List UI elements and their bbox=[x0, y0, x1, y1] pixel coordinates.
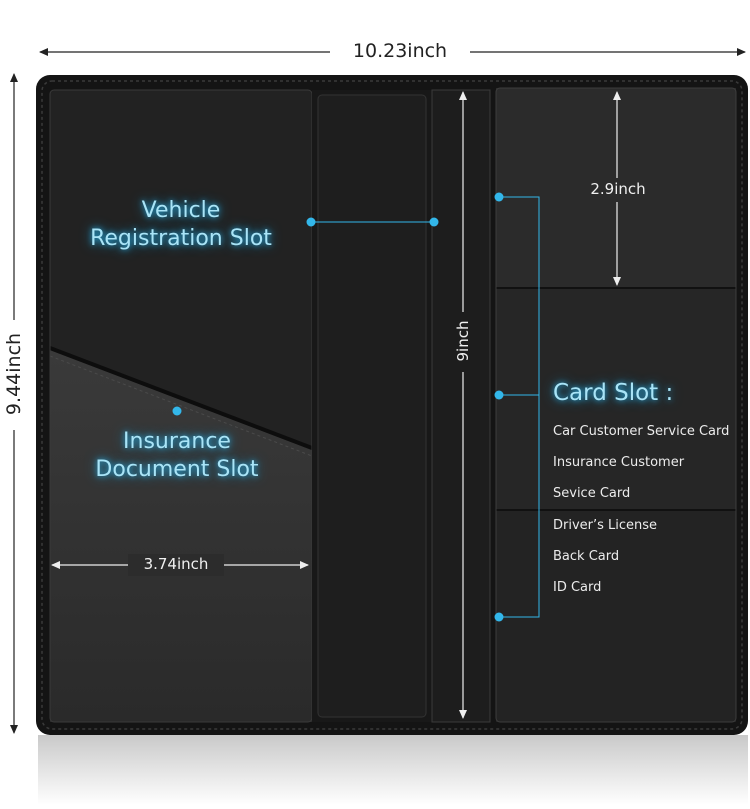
card-slot-item: Back Card bbox=[553, 549, 620, 564]
vehicle-registration-label: Vehicle Registration Slot bbox=[76, 197, 286, 253]
insurance-document-line1: Insurance bbox=[123, 429, 231, 454]
card-slot-item: Driver’s License bbox=[553, 518, 658, 533]
card-slot-item: Insurance Customer bbox=[553, 455, 685, 470]
insurance-pocket bbox=[50, 350, 312, 722]
card-slot-middle bbox=[496, 288, 736, 510]
vehicle-callout-dot bbox=[306, 217, 316, 227]
card-slot-item: Car Customer Service Card bbox=[553, 424, 730, 439]
insurance-callout-dot bbox=[172, 406, 182, 416]
card-callout-bracket bbox=[499, 196, 540, 618]
insurance-document-label: Insurance Document Slot bbox=[72, 428, 282, 484]
card-height-label: 2.9inch bbox=[590, 180, 646, 198]
vehicle-registration-line1: Vehicle bbox=[141, 198, 221, 223]
slot-height-label: 9inch bbox=[454, 320, 472, 362]
pocket-width-label: 3.74inch bbox=[143, 555, 209, 573]
card-slot-item: ID Card bbox=[553, 580, 602, 595]
vehicle-registration-line2: Registration Slot bbox=[90, 226, 272, 251]
card-slot-title: Card Slot : bbox=[553, 380, 674, 406]
vehicle-callout-dot-end bbox=[429, 217, 439, 227]
height-label: 9.44inch bbox=[3, 332, 25, 416]
insurance-document-line2: Document Slot bbox=[95, 457, 259, 482]
card-slot-item: Sevice Card bbox=[553, 486, 631, 501]
long-slot-panel bbox=[431, 89, 491, 723]
floor-reflection bbox=[38, 735, 748, 805]
card-slot-bottom bbox=[496, 510, 736, 722]
width-label: 10.23inch bbox=[352, 40, 448, 62]
